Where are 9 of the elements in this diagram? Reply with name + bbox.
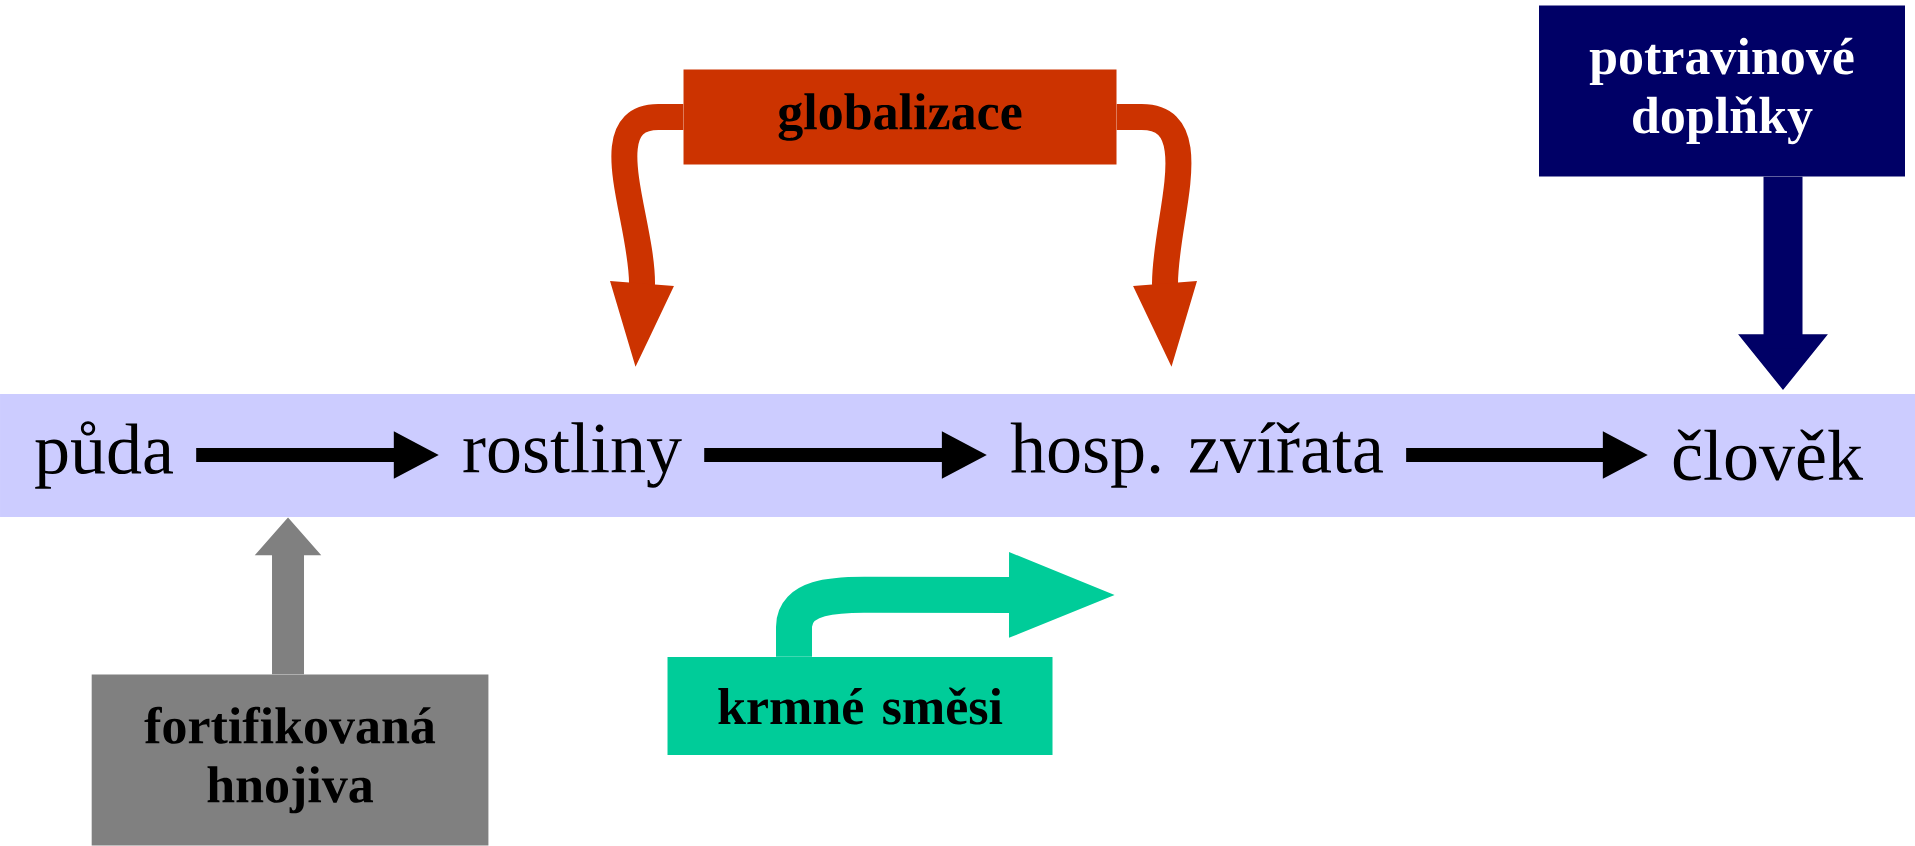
label-box: fortifikovaná hnojiva bbox=[91, 674, 489, 846]
label-box: krmné směsi bbox=[667, 657, 1053, 755]
label-box: globalizace bbox=[683, 69, 1117, 165]
word-label: hosp. zvířata bbox=[1010, 422, 1383, 488]
word-label: půda bbox=[35, 421, 173, 489]
label-box: potravinové doplňky bbox=[1539, 5, 1905, 177]
word-label: člověk bbox=[1673, 429, 1863, 481]
band bbox=[0, 394, 1915, 517]
word-label: rostliny bbox=[463, 422, 682, 488]
